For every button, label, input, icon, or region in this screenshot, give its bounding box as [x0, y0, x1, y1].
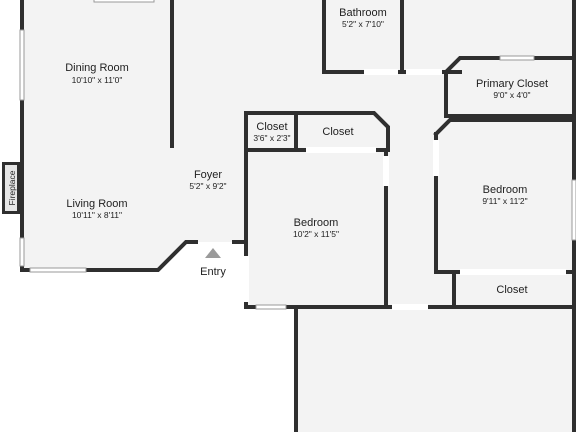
- entry-arrow-icon: [205, 248, 221, 258]
- door-opening: [406, 69, 442, 75]
- room-dims-bedroom-center: 10'2" x 11'5": [293, 229, 339, 239]
- room-name-foyer: Foyer: [194, 169, 222, 181]
- room-name-living: Living Room: [66, 198, 127, 210]
- room-dims-primary-closet: 9'0" x 4'0": [493, 90, 530, 100]
- room-dims-dining: 10'10" x 11'0": [72, 75, 123, 85]
- floor-areas: [22, 0, 576, 432]
- room-dims-living: 10'11" x 8'11": [72, 210, 122, 220]
- window: [571, 179, 576, 241]
- wall-right-bedroom-top: [433, 118, 576, 137]
- room-dims-closet-small: 3'6" x 2'3": [253, 133, 290, 143]
- room-name-closet-mid: Closet: [322, 126, 353, 138]
- door-opening: [243, 256, 249, 302]
- room-name-bedroom-center: Bedroom: [294, 217, 339, 229]
- door-opening: [433, 140, 439, 176]
- window: [19, 237, 25, 267]
- room-name-bedroom-right: Bedroom: [483, 184, 528, 196]
- wall-bottom-left: [20, 240, 198, 272]
- fireplace-label: Fireplace: [7, 170, 17, 205]
- door-openings: [243, 69, 566, 310]
- room-dims-foyer: 5'2" x 9'2": [189, 181, 226, 191]
- room-dims-bedroom-right: 9'11" x 11'2": [482, 196, 527, 206]
- window: [255, 304, 287, 310]
- fireplace: Fireplace: [2, 162, 20, 214]
- entry-label: Entry: [200, 266, 226, 278]
- room-labels: Dining Room 10'10" x 11'0" Living Room 1…: [65, 7, 548, 296]
- door-opening: [460, 269, 566, 275]
- door-opening: [392, 304, 428, 310]
- door-opening: [383, 156, 389, 186]
- exterior-lower-area: [296, 309, 576, 432]
- wall-closet-top: [244, 111, 390, 152]
- room-name-dining: Dining Room: [65, 62, 129, 74]
- room-name-closet-small: Closet: [256, 121, 287, 133]
- door-opening: [364, 69, 398, 75]
- window: [499, 55, 535, 61]
- room-name-closet-right: Closet: [496, 284, 527, 296]
- room-dims-bathroom: 5'2" x 7'10": [342, 19, 384, 29]
- window: [29, 267, 87, 273]
- window: [19, 29, 25, 101]
- room-name-bathroom: Bathroom: [339, 7, 387, 19]
- window: [93, 0, 155, 3]
- door-opening: [306, 147, 376, 153]
- windows: [19, 0, 576, 310]
- room-name-primary-closet: Primary Closet: [476, 78, 548, 90]
